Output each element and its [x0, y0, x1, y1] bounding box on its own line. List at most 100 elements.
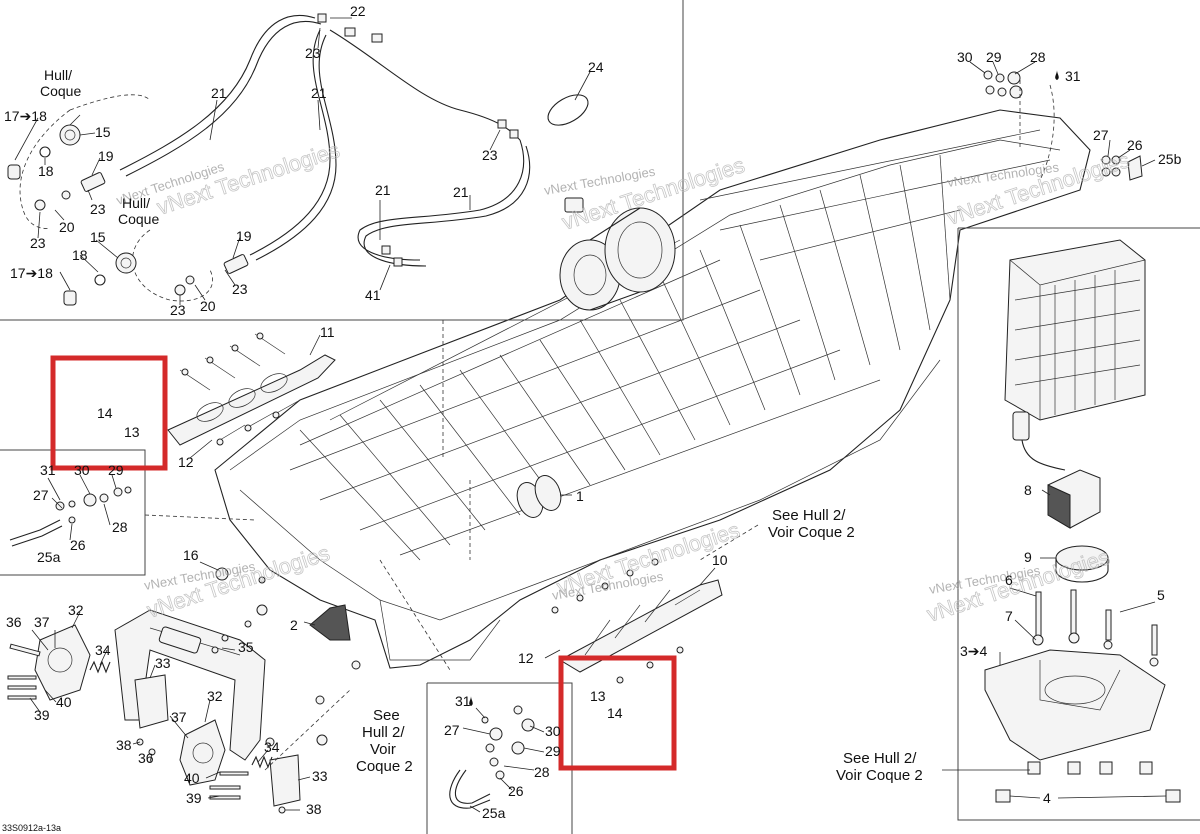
svg-text:Hull/: Hull/	[44, 67, 72, 83]
reboarding-handle	[7, 561, 361, 814]
callout-28: 28	[112, 519, 128, 535]
callout-27: 27	[1093, 127, 1109, 143]
fitting-15-upper	[59, 124, 81, 146]
highlight-box-lower	[558, 655, 677, 771]
jet-pump	[559, 197, 676, 311]
svg-text:Hull/: Hull/	[122, 195, 150, 211]
sensor-connector	[1012, 411, 1066, 471]
callout-23: 23	[232, 281, 248, 297]
callout-30: 30	[74, 462, 90, 478]
oil-drop-icon	[1055, 70, 1059, 80]
callout-21: 21	[211, 85, 227, 101]
callout-30: 30	[957, 49, 973, 65]
drain-inset-center	[426, 682, 573, 834]
callout-13: 13	[590, 688, 606, 704]
bracket-32-left	[34, 624, 91, 701]
note-see-hull-br-1: See Hull 2/	[843, 750, 917, 767]
callout-25a: 25a	[482, 805, 506, 821]
callout-31: 31	[455, 693, 471, 709]
callout-28: 28	[534, 764, 550, 780]
callout-36: 36	[6, 614, 22, 630]
callout-39: 39	[186, 790, 202, 806]
highlight-box-upper	[50, 355, 168, 471]
callout-18: 18	[38, 163, 54, 179]
callout-28: 28	[1030, 49, 1046, 65]
callout-15: 15	[95, 124, 111, 140]
callout-6: 6	[1005, 572, 1013, 588]
watermarks: vNext Technologies vNext Technologies vN…	[114, 137, 1133, 627]
svg-text:Coque: Coque	[118, 211, 159, 227]
hose-inset	[0, 0, 684, 321]
callout-12: 12	[518, 650, 534, 666]
intake-grate-lower	[544, 558, 723, 684]
hull-frame	[214, 109, 1091, 669]
callout-39: 39	[34, 707, 50, 723]
callout-23: 23	[482, 147, 498, 163]
callout-21: 21	[453, 184, 469, 200]
callout-23: 23	[30, 235, 46, 251]
callout-26: 26	[1127, 137, 1143, 153]
callout-20: 20	[200, 298, 216, 314]
callout-29: 29	[108, 462, 124, 478]
wear-ring-2	[303, 604, 351, 641]
callout-17-18: 17➔18	[10, 265, 53, 281]
bracket-32-right	[179, 719, 226, 786]
callout-38: 38	[306, 801, 322, 817]
drain-inset-left	[0, 449, 146, 576]
note-see-hull-top-2: Voir Coque 2	[768, 524, 855, 541]
callouts: 22 23 21 21 24 23 21 21 41 17➔18 15 18 1…	[4, 3, 1182, 821]
callout-40: 40	[56, 694, 72, 710]
callout-12: 12	[178, 454, 194, 470]
callout-17-18: 17➔18	[4, 108, 47, 124]
callout-13: 13	[124, 424, 140, 440]
callout-23: 23	[170, 302, 186, 318]
callout-14: 14	[607, 705, 623, 721]
callout-33: 33	[312, 768, 328, 784]
callout-5: 5	[1157, 587, 1165, 603]
callout-37: 37	[171, 709, 187, 725]
wear-ring-1	[516, 475, 572, 518]
svg-text:Coque: Coque	[40, 83, 81, 99]
callout-23: 23	[90, 201, 106, 217]
note-hull-lower-1: Hull/	[122, 195, 150, 211]
callout-10: 10	[712, 552, 728, 568]
reference-code: 33S0912a-13a	[2, 823, 61, 833]
callout-19: 19	[236, 228, 252, 244]
callout-27: 27	[444, 722, 460, 738]
callout-22: 22	[350, 3, 366, 19]
callout-1: 1	[576, 488, 584, 504]
note-hull-upper-1: Hull/	[44, 67, 72, 83]
callout-21: 21	[311, 85, 327, 101]
callout-24: 24	[588, 59, 604, 75]
module-8	[1047, 469, 1101, 529]
callout-34: 34	[264, 739, 280, 755]
callout-15: 15	[90, 229, 106, 245]
note-see-hull-bl-2: Hull 2/	[362, 724, 405, 741]
callout-27: 27	[33, 487, 49, 503]
ecm-box	[1004, 239, 1146, 421]
note-see-hull-bl-3: Voir	[370, 741, 396, 758]
callout-25b: 25b	[1158, 151, 1182, 167]
callout-9: 9	[1024, 549, 1032, 565]
callout-14: 14	[97, 405, 113, 421]
note-see-hull-bl-1: See	[373, 707, 400, 724]
callout-11: 11	[320, 324, 335, 340]
callout-29: 29	[986, 49, 1002, 65]
callout-38: 38	[116, 737, 132, 753]
oil-drop-icon	[469, 696, 473, 706]
callout-3-4: 3➔4	[960, 643, 988, 659]
callout-2: 2	[290, 617, 298, 633]
notes: Hull/ Coque Hull/ Coque See Hull 2/ Voir…	[2, 67, 923, 833]
callout-31: 31	[1065, 68, 1081, 84]
dashed-connectors	[144, 320, 759, 771]
callout-41: 41	[365, 287, 381, 303]
callout-20: 20	[59, 219, 75, 235]
fitting-15-lower	[115, 252, 137, 274]
callout-32: 32	[207, 688, 223, 704]
callout-30: 30	[545, 723, 561, 739]
plate-33	[134, 674, 301, 807]
note-see-hull-top-1: See Hull 2/	[772, 507, 846, 524]
callout-7: 7	[1005, 608, 1013, 624]
callout-31: 31	[40, 462, 56, 478]
